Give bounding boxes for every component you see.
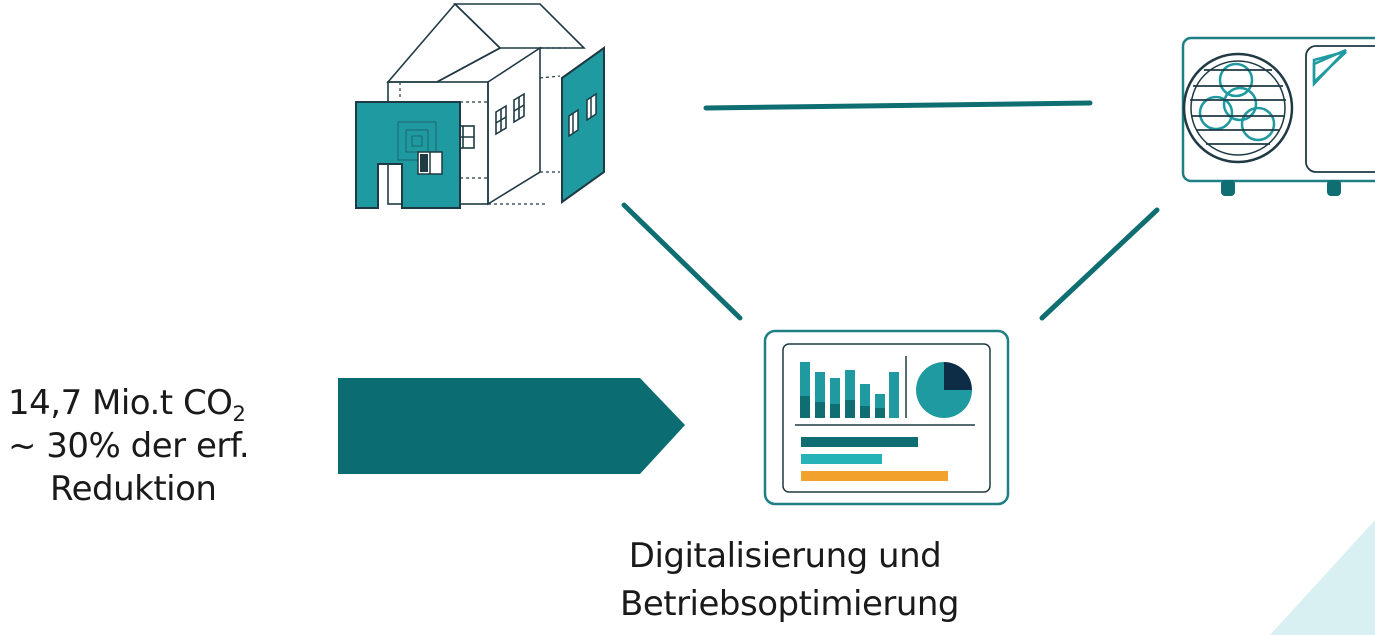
- dashboard-chart-icon: [763, 329, 1010, 506]
- co2-amount: 14,7 Mio.t CO2: [8, 383, 246, 426]
- heat-pump-icon: [1181, 36, 1375, 196]
- connector-building-dashboard: [621, 202, 743, 321]
- co2-reduction-label: 14,7 Mio.t CO2 ~ 30% der erf. Reduktion: [8, 382, 250, 511]
- connector-heatpump-dashboard: [1039, 207, 1160, 321]
- connector-building-heatpump: [703, 100, 1093, 111]
- caption-line-1: Digitalisierung und: [628, 536, 942, 576]
- caption-line-2: Betriebsoptimierung: [620, 584, 960, 624]
- dashboard-caption: Digitalisierung und Betriebsoptimierung: [620, 532, 960, 628]
- co2-share: ~ 30% der erf.: [8, 426, 250, 466]
- facade-panel-icon: [355, 101, 461, 209]
- corner-watermark: [1270, 520, 1375, 635]
- pentagon-arrow: [338, 378, 685, 474]
- co2-share-continued: Reduktion: [50, 469, 217, 509]
- side-wall-panel-icon: [561, 46, 605, 204]
